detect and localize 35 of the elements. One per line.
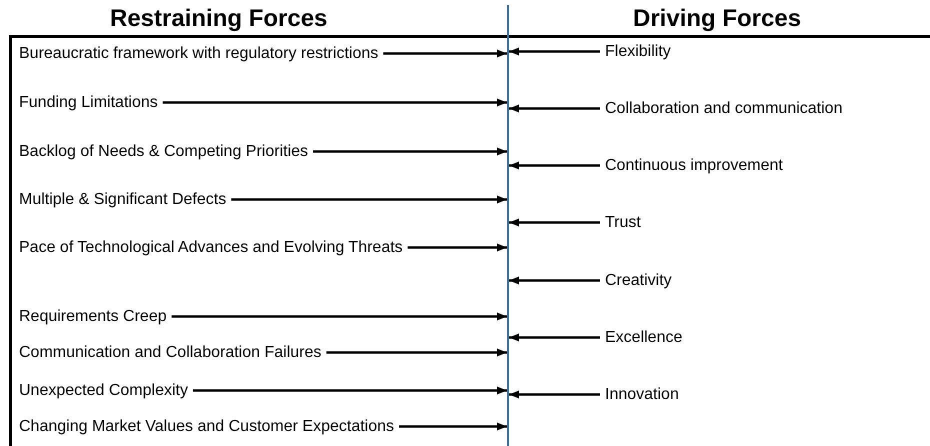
arrow — [192, 386, 507, 394]
column-heading: Driving Forces — [633, 5, 802, 33]
arrow — [326, 348, 507, 356]
arrow — [162, 98, 507, 106]
column-heading: Restraining Forces — [110, 5, 328, 33]
arrow — [383, 50, 507, 58]
arrow — [509, 334, 600, 342]
force-label: Unexpected Complexity — [19, 381, 188, 400]
force-label: Innovation — [605, 385, 679, 404]
arrow — [509, 390, 600, 398]
force-label: Funding Limitations — [19, 93, 158, 112]
arrow — [509, 276, 600, 284]
force-label: Multiple & Significant Defects — [19, 190, 226, 209]
force-label: Bureaucratic framework with regulatory restrictions — [19, 44, 378, 63]
force-label: Communication and Collaboration Failures — [19, 343, 322, 362]
force-label: Requirements Creep — [19, 307, 167, 326]
force-label: Backlog of Needs & Competing Priorities — [19, 142, 308, 161]
force-label: Pace of Technological Advances and Evolving Threats — [19, 238, 419, 257]
force-label: Collaboration and communication — [605, 99, 842, 118]
force-label: Continuous improvement — [605, 156, 783, 175]
force-label: Creativity — [605, 271, 672, 290]
arrow — [509, 48, 600, 56]
arrow — [509, 104, 600, 112]
arrow — [172, 312, 507, 320]
divider-line — [507, 5, 509, 446]
arrow — [408, 244, 507, 252]
arrow — [509, 218, 600, 226]
arrow — [313, 148, 507, 156]
force-label: Trust — [605, 213, 641, 232]
force-label: Changing Market Values and Customer Expectations — [19, 417, 394, 436]
arrow — [399, 422, 507, 430]
arrow — [231, 196, 507, 204]
force-label: Excellence — [605, 328, 682, 347]
force-label: Flexibility — [605, 42, 671, 61]
arrow — [509, 162, 600, 170]
